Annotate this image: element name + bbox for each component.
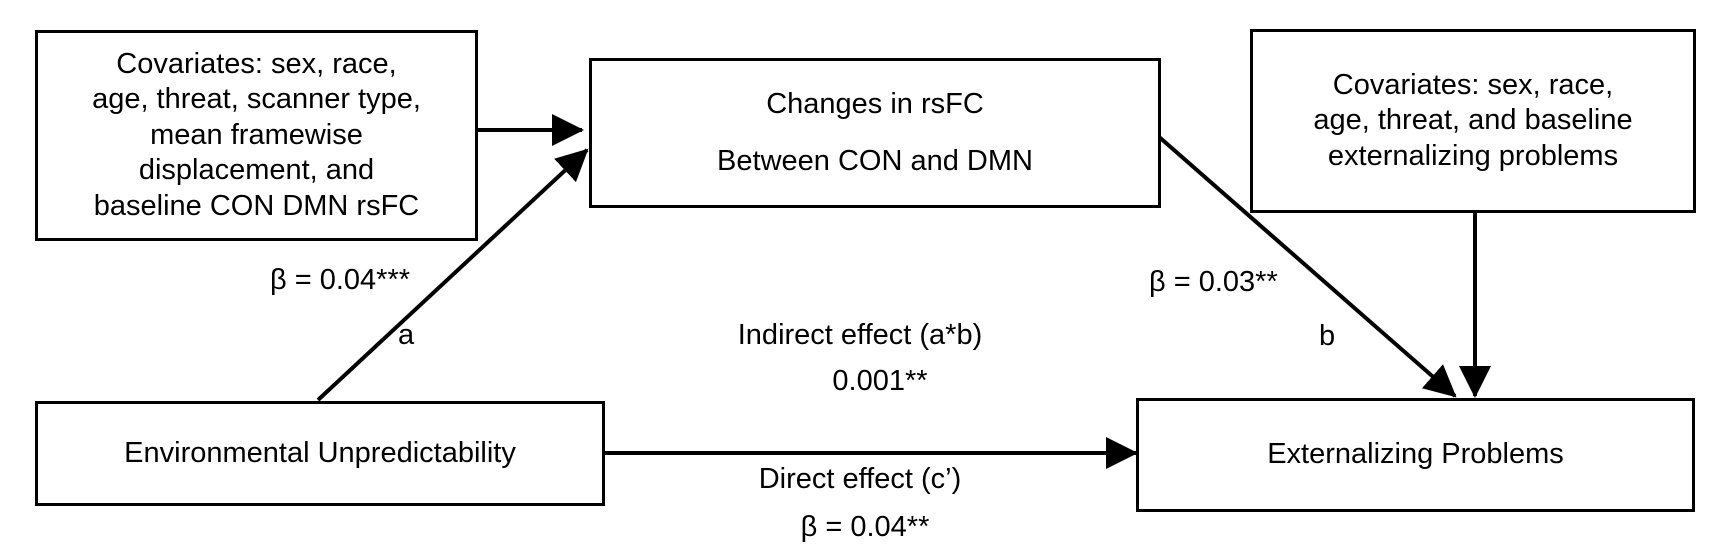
mediator-line-2: Between CON and DMN <box>717 145 1033 177</box>
outcome-box: Externalizing Problems <box>1136 398 1695 512</box>
mediator-box: Changes in rsFC Between CON and DMN <box>589 58 1161 208</box>
outcome-label: Externalizing Problems <box>1267 438 1564 471</box>
mediator-line-1: Changes in rsFC <box>766 87 984 120</box>
covariates-left-line: displacement, and <box>138 154 375 187</box>
covariates-left-line: baseline CON DMN rsFC <box>93 189 420 222</box>
path-b-arrow <box>1156 134 1457 398</box>
covariates-right-line: age, threat, and baseline <box>1313 104 1633 137</box>
covariates-right-box: Covariates: sex, race, age, threat, and … <box>1250 29 1696 213</box>
path-a-letter: a <box>398 319 415 351</box>
covariates-right-line: Covariates: sex, race, <box>1332 68 1614 101</box>
path-b-beta: β = 0.03** <box>1149 266 1278 298</box>
path-a-beta: β = 0.04*** <box>270 264 411 296</box>
predictor-box: Environmental Unpredictability <box>35 401 605 506</box>
direct-effect-label: Direct effect (c’) <box>758 463 962 495</box>
covariates-left-line: mean framewise <box>150 118 363 151</box>
indirect-effect-value: 0.001** <box>832 365 928 397</box>
path-b-letter: b <box>1319 320 1336 352</box>
covariates-left-line: age, threat, scanner type, <box>92 83 421 116</box>
predictor-label: Environmental Unpredictability <box>124 436 516 469</box>
direct-effect-beta: β = 0.04** <box>800 511 930 543</box>
path-a-arrow <box>316 148 589 402</box>
covariates-right-line: externalizing problems <box>1327 139 1619 172</box>
indirect-effect-label: Indirect effect (a*b) <box>737 319 983 351</box>
covariates-left-line: Covariates: sex, race, <box>116 48 397 81</box>
covariates-left-box: Covariates: sex, race, age, threat, scan… <box>35 30 478 241</box>
